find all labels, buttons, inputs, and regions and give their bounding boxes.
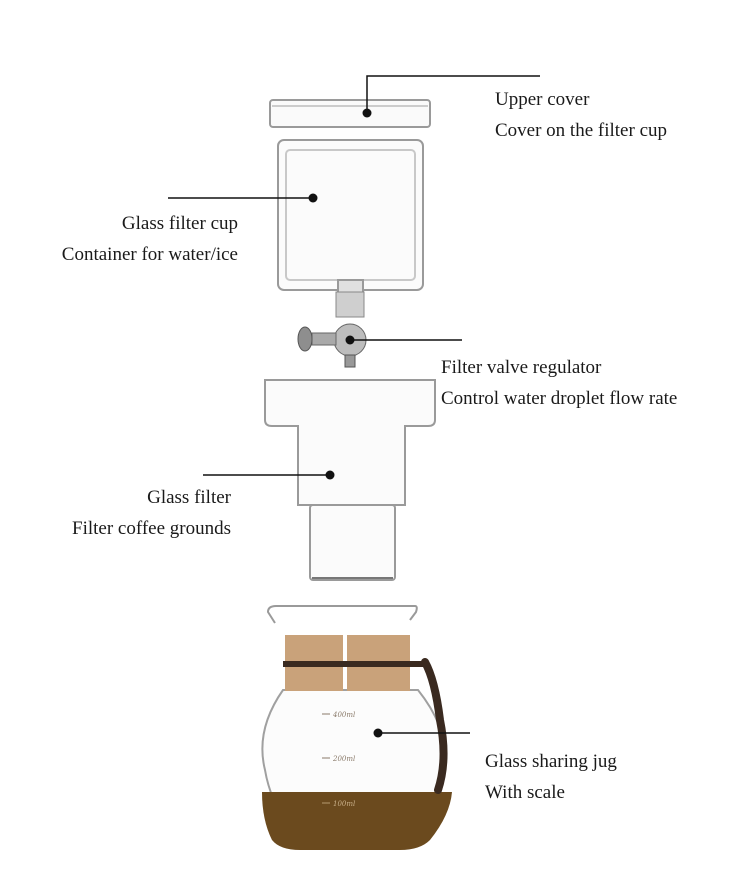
- filter-valve-illustration: [297, 291, 367, 368]
- label-glass-filter-cup: Glass filter cup Container for water/ice: [62, 208, 238, 270]
- glass-sharing-jug-illustration: 400ml 200ml 100ml: [261, 605, 452, 850]
- part-title: Glass filter cup: [121, 213, 238, 234]
- label-upper-cover: Upper cover Cover on the filter cup: [495, 84, 667, 146]
- part-desc: With scale: [485, 782, 565, 803]
- leader-upper-cover: [366, 75, 540, 113]
- part-title: Upper cover: [495, 89, 590, 110]
- label-glass-sharing-jug: Glass sharing jug With scale: [485, 746, 617, 808]
- part-desc: Filter coffee grounds: [72, 518, 231, 539]
- part-title: Filter valve regulator: [441, 357, 602, 378]
- jug-scale-200: 200ml: [332, 755, 355, 763]
- upper-cover-illustration: [269, 99, 431, 128]
- leader-dots: [308, 108, 383, 738]
- label-filter-valve: Filter valve regulator Control water dro…: [441, 352, 677, 414]
- part-desc: Cover on the filter cup: [495, 120, 668, 141]
- part-desc: Control water droplet flow rate: [441, 388, 678, 409]
- jug-scale-400: 400ml: [332, 711, 355, 719]
- leader-lines: [168, 75, 540, 734]
- jug-scale-100: 100ml: [333, 800, 355, 808]
- glass-filter-illustration: [264, 379, 436, 581]
- part-title: Glass filter: [147, 487, 231, 508]
- part-desc: Container for water/ice: [61, 244, 238, 265]
- label-glass-filter: Glass filter Filter coffee grounds: [72, 482, 231, 544]
- part-title: Glass sharing jug: [485, 751, 617, 772]
- glass-filter-cup-illustration: [277, 139, 424, 295]
